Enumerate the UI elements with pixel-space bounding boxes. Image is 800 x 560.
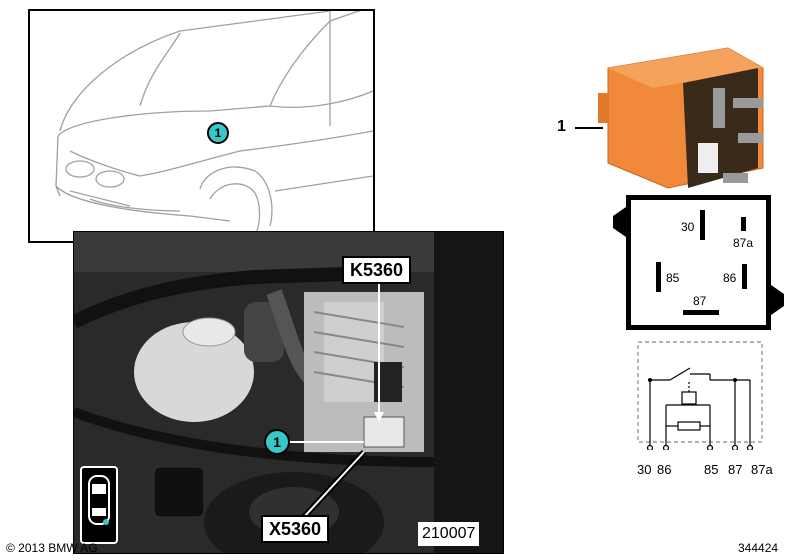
pin-30-label: 30 <box>681 220 695 234</box>
pin-85-label: 85 <box>666 271 680 285</box>
car-top-view-icon <box>88 475 110 525</box>
part-callout-number: 1 <box>557 118 566 135</box>
photo-number-label: 210007 <box>418 522 480 546</box>
car-outline-drawing <box>55 11 373 237</box>
relay-pin-layout: 30 87a 85 86 87 <box>626 195 771 330</box>
relay-k5360-label: K5360 <box>342 256 412 284</box>
pin-85-bar <box>656 262 661 292</box>
diagram-number: 344424 <box>738 541 779 555</box>
schematic-pin-87: 87 <box>728 462 743 477</box>
pin-30-bar <box>700 210 705 240</box>
copyright-text: © 2013 BMW AG <box>6 541 98 555</box>
pin-87-label: 87 <box>693 294 707 308</box>
pin-86-bar <box>742 264 747 289</box>
engine-bay-illustration <box>74 232 503 553</box>
pin-87a-label: 87a <box>733 236 754 250</box>
car-overview-panel: 1 <box>28 9 375 243</box>
schematic-pin-30: 30 <box>637 462 652 477</box>
callout-1-photo: 1 <box>264 429 290 455</box>
callout-1-car: 1 <box>207 122 229 144</box>
view-orientation-icon <box>80 466 118 544</box>
engine-bay-photo: K5360 X5360 210007 1 <box>73 231 504 554</box>
relay-image <box>598 47 764 189</box>
pin-87a-bar <box>741 217 746 231</box>
pin-86-label: 86 <box>723 271 737 285</box>
pin-87-bar <box>683 310 719 315</box>
schematic-pin-87a: 87a <box>751 462 773 477</box>
relay-tab-left <box>613 207 626 237</box>
relay-tab-right <box>771 285 784 315</box>
schematic-pin-86: 86 <box>657 462 672 477</box>
relay-schematic <box>637 341 763 450</box>
schematic-pin-85: 85 <box>704 462 719 477</box>
callout-line-part <box>575 127 603 129</box>
connector-x5360-label: X5360 <box>261 515 330 543</box>
